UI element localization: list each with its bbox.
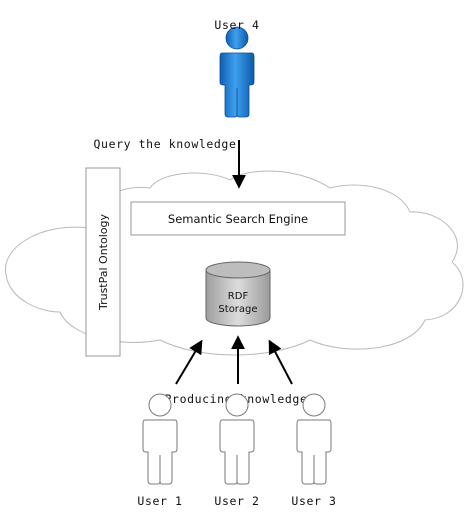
user-3-label: User 3 bbox=[291, 494, 336, 508]
produce-arrow-right bbox=[268, 339, 293, 385]
rdf-storage-line1: RDF bbox=[228, 291, 249, 302]
ontology-label: TrustPal Ontology bbox=[97, 214, 110, 312]
rdf-storage-line2: Storage bbox=[218, 304, 257, 315]
ontology-box bbox=[85, 167, 121, 357]
user-1-label: User 1 bbox=[137, 494, 182, 508]
user-4-icon bbox=[219, 26, 255, 118]
search-engine-box bbox=[130, 201, 346, 236]
user-1-icon bbox=[142, 393, 178, 485]
user-2-label: User 2 bbox=[214, 494, 259, 508]
user-4-label: User 4 bbox=[214, 18, 259, 32]
query-label: Query the knowledge bbox=[94, 137, 237, 151]
user-2-icon bbox=[219, 393, 255, 485]
user-3-icon bbox=[296, 393, 332, 485]
search-engine-label: Semantic Search Engine bbox=[168, 212, 308, 226]
produce-arrow-left bbox=[175, 339, 203, 385]
rdf-storage-icon bbox=[205, 261, 271, 327]
